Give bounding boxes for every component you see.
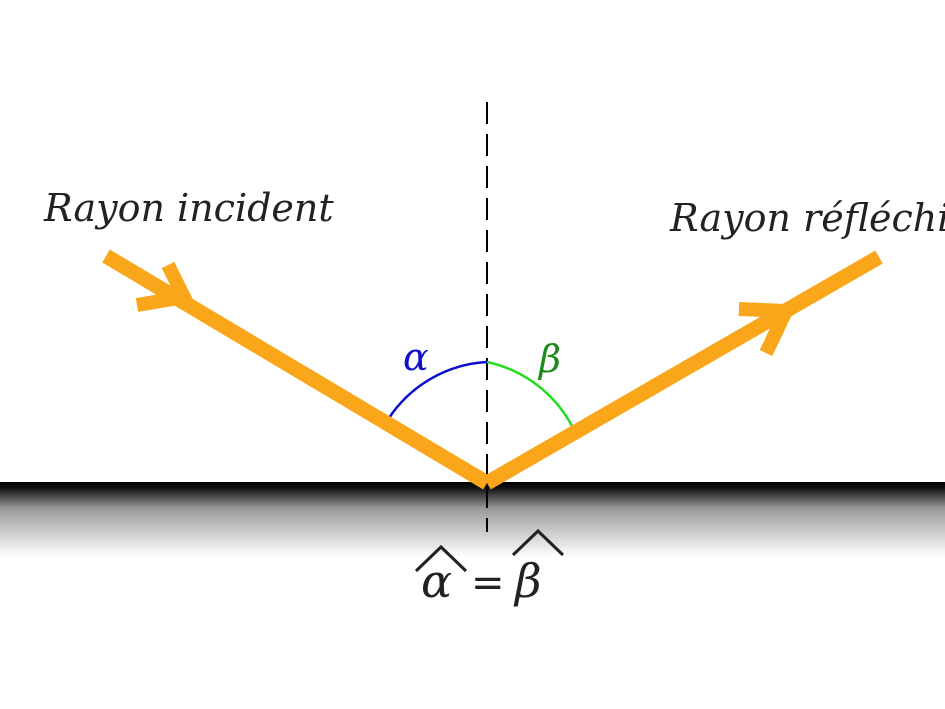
alpha-hat [414, 544, 468, 573]
mirror-surface [0, 482, 945, 557]
reflected-ray-label: Rayon réfléchi [669, 196, 945, 240]
incident-ray-label: Rayon incident [43, 186, 334, 230]
equation-beta: β [513, 554, 542, 608]
incident-ray [102, 249, 491, 490]
alpha-arc [387, 360, 488, 419]
reflected-ray [483, 250, 883, 490]
alpha-label: α [403, 335, 429, 379]
arrowhead-icon [135, 261, 195, 312]
arrowhead-icon [738, 302, 797, 357]
beta-hat [511, 528, 565, 557]
equation-alpha: α [421, 554, 452, 608]
beta-label: β [537, 337, 561, 381]
beta-arc [486, 360, 574, 427]
angle-equality-equation: α = β [414, 528, 565, 608]
equation-equals: = [471, 560, 505, 606]
